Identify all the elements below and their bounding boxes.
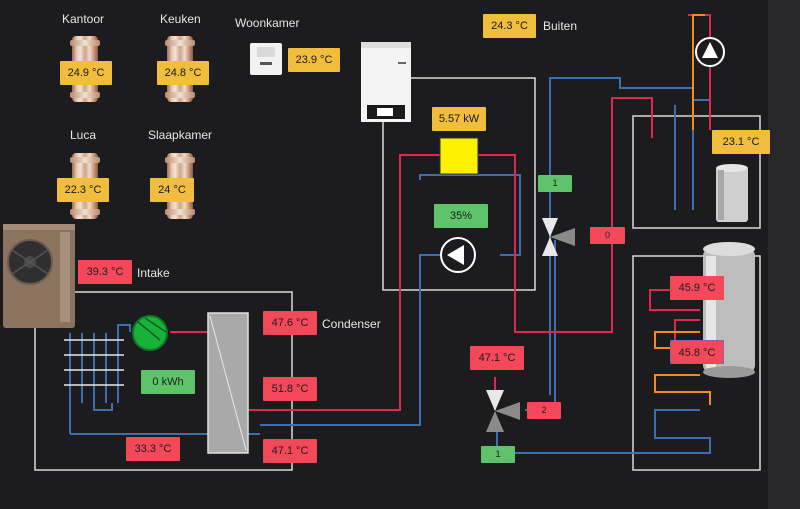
low-temp[interactable]: 33.3 °C [126, 437, 180, 461]
energy-counter[interactable]: 0 kWh [141, 370, 195, 394]
lower-valve-temp[interactable]: 47.1 °C [470, 346, 524, 370]
outside-temp[interactable]: 24.3 °C [483, 14, 536, 38]
boiler-power[interactable]: 5.57 kW [432, 107, 486, 131]
upper-valve-output[interactable]: 0 [590, 227, 625, 244]
dhw-enclosure [632, 115, 761, 229]
thermostat-icon [250, 43, 282, 75]
room-label-kantoor: Kantoor [62, 12, 105, 26]
dhw-tank-temp[interactable]: 23.1 °C [712, 130, 770, 154]
upper-valve-value[interactable]: 1 [538, 175, 572, 192]
temp-woonkamer[interactable]: 23.9 °C [288, 48, 340, 72]
intake-temp[interactable]: 39.3 °C [78, 260, 132, 284]
outdoor-unit-icon [3, 224, 75, 328]
lower-valve-output[interactable]: 2 [527, 402, 561, 419]
outside-label: Buiten [543, 19, 578, 33]
pump-speed[interactable]: 35% [434, 204, 488, 228]
buffer-mid-temp[interactable]: 45.8 °C [670, 340, 724, 364]
temp-kantoor[interactable]: 24.9 °C [60, 61, 112, 85]
buffer-top-temp[interactable]: 45.9 °C [670, 276, 724, 300]
condenser-label: Condenser [322, 317, 381, 331]
lower-valve-icon [486, 390, 520, 432]
room-label-luca: Luca [70, 128, 97, 142]
upper-valve-icon [542, 218, 575, 256]
boiler-icon [361, 42, 411, 122]
supply-temp[interactable]: 51.8 °C [263, 377, 317, 401]
lower-valve-value[interactable]: 1 [481, 446, 515, 463]
boiler-power-indicator [439, 137, 479, 175]
temp-luca[interactable]: 22.3 °C [57, 178, 109, 202]
buffer-enclosure [632, 255, 761, 471]
room-label-woonkamer: Woonkamer [235, 16, 300, 30]
temp-keuken[interactable]: 24.8 °C [157, 61, 209, 85]
return-temp[interactable]: 47.1 °C [263, 439, 317, 463]
dhw-tank-icon [716, 164, 748, 222]
condenser-temp[interactable]: 47.6 °C [263, 311, 317, 335]
boiler-enclosure [382, 77, 536, 291]
room-label-keuken: Keuken [160, 12, 201, 26]
right-panel-strip [768, 0, 800, 509]
intake-label: Intake [137, 266, 170, 280]
temp-slaapkamer[interactable]: 24 °C [150, 178, 194, 202]
room-label-slaapkamer: Slaapkamer [148, 128, 213, 142]
